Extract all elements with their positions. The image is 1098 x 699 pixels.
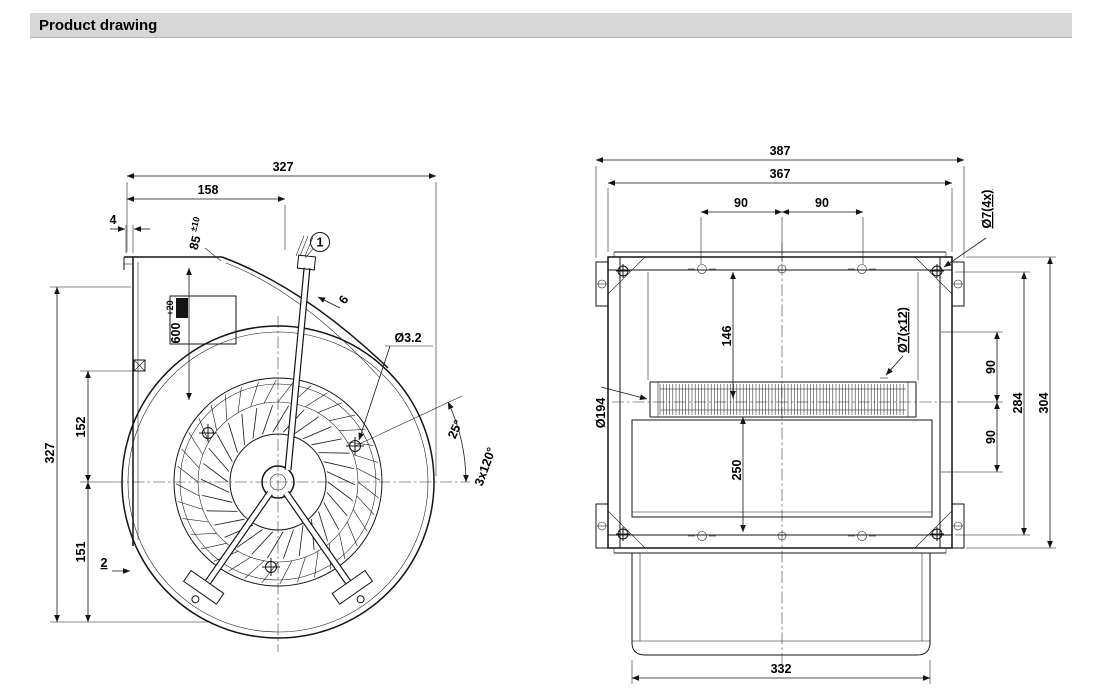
dim-inlet-diameter: Ø194: [594, 398, 608, 429]
left-view: 327 158 4 85 ±10 60: [43, 160, 499, 652]
flange-screws: [597, 279, 963, 531]
dim-panel-holes: Ø7(x12): [896, 307, 910, 353]
dim-outlet-height-tol: ±10: [188, 216, 202, 233]
impeller-hatch: [659, 384, 904, 415]
dim-hole-pitch-right: 90: [815, 196, 829, 210]
callout-number: 1: [317, 236, 324, 250]
dim-flange-offset: 4: [110, 213, 117, 227]
dim-drum-visible-height: 250: [730, 460, 744, 481]
dim-drum-width: 332: [771, 662, 792, 676]
dim-outlet-height: 85: [187, 234, 204, 251]
dim-cable-diameter: 6: [336, 293, 351, 307]
left-view-housing: [121, 256, 435, 639]
dim-hole-pattern: 3x120°: [472, 446, 499, 488]
dim-flange-width: 367: [770, 167, 791, 181]
dim-corner-holes: Ø7(4x): [980, 190, 994, 229]
callout-1-balloon: 1: [304, 232, 330, 259]
dim-cable-length-group: 600 +20: [165, 300, 183, 343]
dim-left-total-height: 327: [43, 443, 57, 464]
left-view-centerlines: [112, 316, 470, 652]
panel-hole-marks: [688, 264, 949, 541]
dim-outlet-height-group: 85 ±10: [187, 216, 204, 252]
left-view-motor-arms: [182, 235, 374, 605]
dim-side-pitch-upper: 90: [984, 360, 998, 374]
dim-cable-length: 600: [169, 323, 183, 344]
right-view-dimensions: 387 367 90 90 Ø7(4x) Ø7(x12): [594, 144, 1056, 684]
dim-outlet-width: 158: [198, 183, 219, 197]
corner-screws: [616, 264, 944, 541]
dim-upper-height: 152: [74, 417, 88, 438]
dim-cable-length-tol: +20: [165, 300, 175, 315]
right-view: 387 367 90 90 Ø7(4x) Ø7(x12): [594, 144, 1056, 684]
dim-top-to-center: 146: [720, 326, 734, 347]
mounting-foot-left: [182, 569, 225, 605]
section-header-bar: Product drawing: [30, 13, 1072, 38]
right-view-centerlines: [612, 243, 955, 668]
dim-lower-height: 151: [74, 542, 88, 563]
dim-hole-diameter: Ø3.2: [394, 331, 421, 345]
right-view-impeller-band: [649, 381, 917, 418]
dim-inner-height: 284: [1011, 393, 1025, 414]
right-view-drum: [631, 419, 933, 656]
dim-overall-height: 304: [1037, 393, 1051, 414]
dim-hole-pitch-left: 90: [734, 196, 748, 210]
mounting-foot-right: [331, 569, 374, 605]
dim-left-total-width: 327: [273, 160, 294, 174]
dim-hole-angle: 25°: [445, 418, 465, 441]
dim-overall-width: 387: [770, 144, 791, 158]
right-view-housing: [595, 251, 965, 554]
dim-plate-thickness: 2: [101, 556, 108, 570]
dim-side-pitch-lower: 90: [984, 430, 998, 444]
section-title: Product drawing: [39, 16, 158, 34]
motor-bolt-holes: [199, 424, 364, 576]
